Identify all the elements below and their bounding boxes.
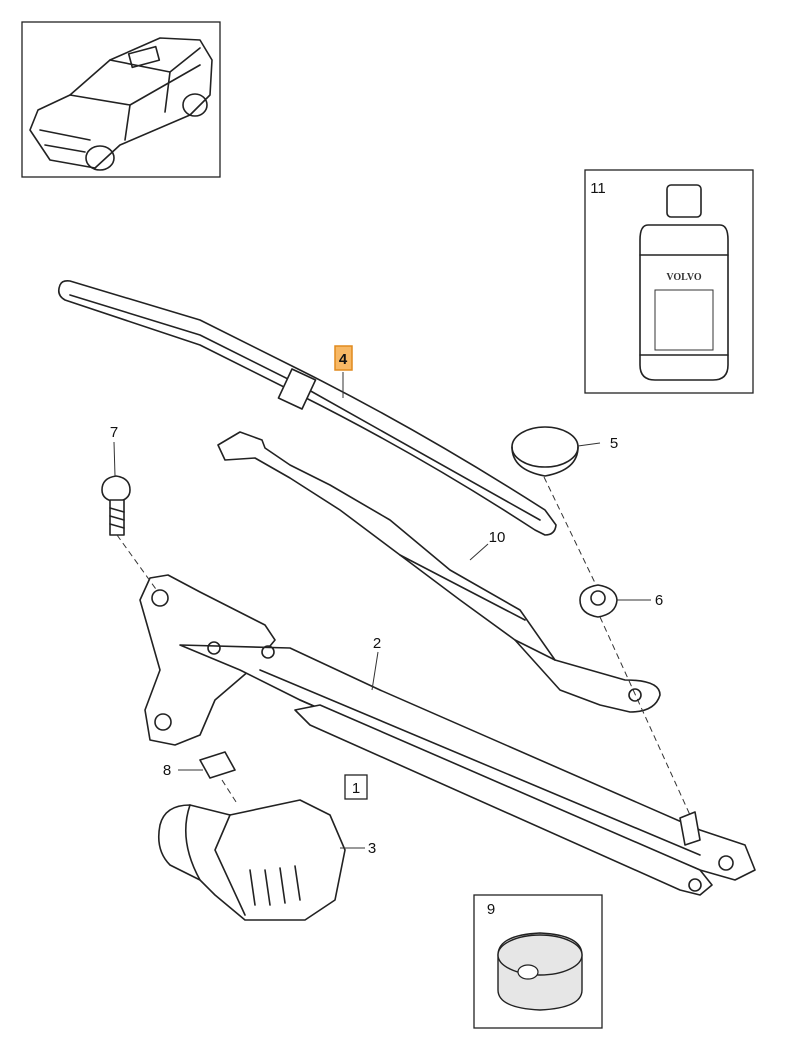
vehicle-thumbnail: [21, 21, 221, 178]
callout-5[interactable]: 5: [610, 435, 618, 452]
part-6-nut[interactable]: [579, 584, 618, 618]
part-2-wiper-linkage[interactable]: [139, 574, 756, 896]
callout-6[interactable]: 6: [655, 592, 663, 609]
part-8-clip[interactable]: [199, 751, 236, 779]
callout-1-box: [344, 774, 368, 800]
callout-10[interactable]: 10: [489, 529, 506, 546]
callout-7[interactable]: 7: [110, 424, 118, 441]
part-5-cover-cap[interactable]: [511, 426, 579, 477]
bottle-brand-logo: VOLVO: [666, 272, 702, 283]
callout-11[interactable]: 11: [590, 180, 606, 197]
part-4-wiper-blade[interactable]: [58, 280, 557, 536]
part-3-wiper-motor[interactable]: [157, 799, 346, 921]
callout-9[interactable]: 9: [487, 901, 495, 918]
callout-2[interactable]: 2: [373, 635, 381, 652]
callout-3[interactable]: 3: [368, 840, 376, 857]
leader-lines: [113, 372, 691, 849]
callout-4-highlight: [334, 345, 353, 371]
callout-1[interactable]: 1: [352, 780, 360, 797]
callout-4[interactable]: 4: [339, 351, 348, 368]
part-10-wiper-arm[interactable]: [217, 431, 661, 713]
callout-8[interactable]: 8: [163, 762, 171, 779]
part-7-bolt[interactable]: [101, 475, 131, 536]
part-11-washer-fluid-bottle[interactable]: VOLVO: [584, 169, 754, 394]
part-9-rubber-buffer[interactable]: [473, 894, 603, 1029]
